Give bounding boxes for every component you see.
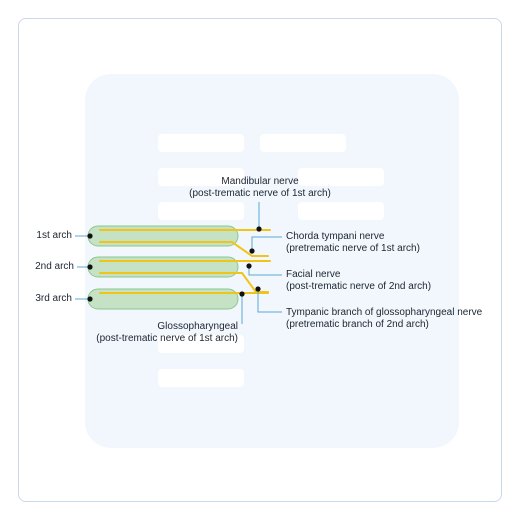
arch-label-2: 2nd arch: [35, 261, 74, 272]
chorda-tympani-title: Chorda tympani nerve: [286, 231, 385, 242]
dot-arch-3: [87, 296, 93, 302]
ghost-block: [158, 134, 244, 152]
ghost-block: [158, 335, 244, 353]
dot-arch-1: [87, 233, 93, 239]
dot-facial: [246, 263, 252, 269]
glossopharyngeal-title: Glossopharyngeal: [157, 321, 238, 332]
chorda-tympani-note: (pretrematic nerve of 1st arch): [286, 243, 420, 254]
dot-chorda: [249, 248, 255, 254]
arch-label-3: 3rd arch: [35, 293, 72, 304]
tympanic-branch-title: Tympanic branch of glossopharyngeal nerv…: [286, 307, 483, 318]
leader-chorda: [251, 236, 282, 251]
arch-label-1: 1st arch: [36, 230, 72, 241]
mandibular-nerve-label: Mandibular nerve (post-trematic nerve of…: [180, 176, 340, 200]
dot-mandibular: [256, 226, 262, 232]
ghost-block: [158, 369, 244, 387]
tympanic-branch-label: Tympanic branch of glossopharyngeal nerv…: [286, 307, 482, 331]
tympanic-branch-note: (pretrematic branch of 2nd arch): [286, 319, 429, 330]
facial-nerve-label: Facial nerve (post-trematic nerve of 2nd…: [286, 269, 431, 293]
dot-arch-2: [87, 264, 93, 270]
mandibular-nerve-title: Mandibular nerve: [221, 176, 299, 187]
dot-glossopharyngeal: [239, 291, 245, 297]
chorda-tympani-label: Chorda tympani nerve (pretrematic nerve …: [286, 231, 420, 255]
ghost-block: [260, 134, 346, 152]
glossopharyngeal-label: Glossopharyngeal (post-trematic nerve of…: [60, 321, 238, 345]
facial-nerve-note: (post-trematic nerve of 2nd arch): [286, 281, 432, 292]
leader-tympanic: [257, 292, 282, 313]
glossopharyngeal-note: (post-trematic nerve of 1st arch): [96, 333, 238, 344]
facial-nerve-title: Facial nerve: [286, 269, 341, 280]
ghost-block: [158, 202, 244, 220]
ghost-block: [298, 168, 384, 186]
chorda-tympani-path: [99, 241, 269, 257]
ghost-block: [158, 168, 244, 186]
leader-facial: [248, 266, 282, 276]
mandibular-nerve-note: (post-trematic nerve of 1st arch): [189, 188, 331, 199]
ghost-block: [298, 202, 384, 220]
dot-tympanic: [255, 286, 261, 292]
